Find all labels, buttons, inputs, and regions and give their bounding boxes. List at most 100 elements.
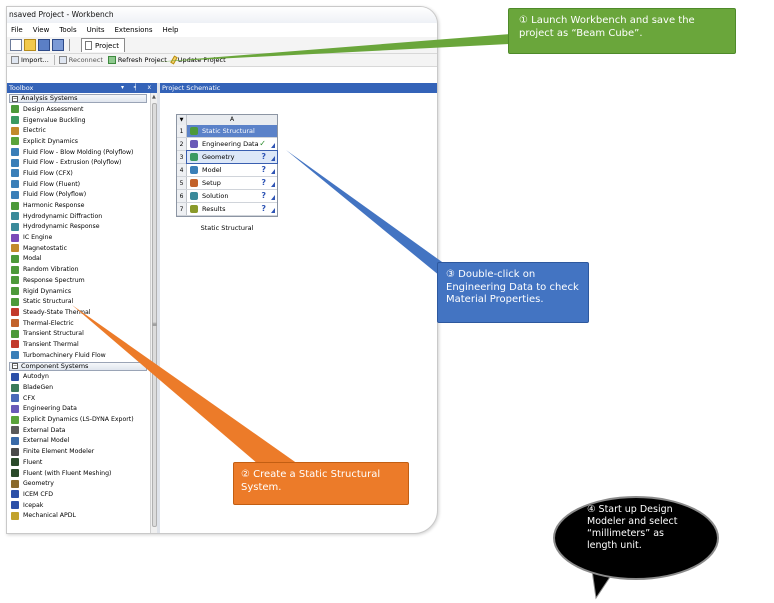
toolbox-item-rigid-dynamics[interactable]: Rigid Dynamics [7,286,147,297]
check-icon: ✓ [259,139,266,148]
toolbox-item-modal[interactable]: Modal [7,254,147,265]
menu-help[interactable]: Help [162,26,179,34]
toolbox-item-ic-engine[interactable]: IC Engine [7,232,147,243]
toolbox-item-transient-structural[interactable]: Transient Structural [7,328,147,339]
toolbox-item-mechanical-apdl[interactable]: Mechanical APDL [7,510,147,521]
ic-engine-icon [11,233,19,242]
question-mark-icon: ? [261,204,266,213]
cell-label: Geometry [202,153,235,161]
cell-label: Model [202,166,222,174]
update-project-button[interactable]: Update Project [170,55,226,65]
component-systems-header[interactable]: − Component Systems [9,361,147,371]
toolbox-item-hydrodynamic-response[interactable]: Hydrodynamic Response [7,222,147,233]
toolbox-item-engineering-data[interactable]: Engineering Data [7,404,147,415]
toolbox-item-fluid-flow-blow-molding-polyflow[interactable]: Fluid Flow - Blow Molding (Polyflow) [7,147,147,158]
toolbox-item-label: External Data [23,426,66,434]
toolbox-item-label: External Model [23,437,70,445]
tab-project[interactable]: Project [81,38,125,52]
menu-extensions[interactable]: Extensions [114,26,153,34]
row-number: 2 [177,138,187,150]
toolbox-item-fluid-flow-fluent[interactable]: Fluid Flow (Fluent) [7,179,147,190]
toolbox-item-cfx[interactable]: CFX [7,393,147,404]
steady-state-thermal-icon [11,308,19,317]
window-title: nsaved Project - Workbench [7,7,437,23]
toolbox-item-thermal-electric[interactable]: Thermal-Electric [7,318,147,329]
row-number: 3 [177,151,187,163]
toolbox-item-external-model[interactable]: External Model [7,436,147,447]
toolbox-item-icem-cfd[interactable]: ICEM CFD [7,489,147,500]
toolbox-item-turbomachinery-fluid-flow[interactable]: Turbomachinery Fluid Flow [7,350,147,361]
scroll-up-icon[interactable]: ▲ [152,94,156,100]
toolbox-item-fluent-with-fluent-meshing[interactable]: Fluent (with Fluent Meshing) [7,468,147,479]
toolbox-item-explicit-dynamics[interactable]: Explicit Dynamics [7,136,147,147]
toolbox-scrollbar[interactable]: ▲ ≡ [150,93,157,533]
toolbox-item-electric[interactable]: Electric [7,125,147,136]
model-icon [190,166,198,174]
toolbox-item-autodyn[interactable]: Autodyn [7,372,147,383]
toolbox-item-label: Fluid Flow (Fluent) [23,180,81,188]
toolbox-item-fluent[interactable]: Fluent [7,457,147,468]
toolbox-item-fluid-flow-extrusion-polyflow[interactable]: Fluid Flow - Extrusion (Polyflow) [7,157,147,168]
toolbox-item-harmonic-response[interactable]: Harmonic Response [7,200,147,211]
pane-splitter[interactable] [157,83,160,533]
geometry-icon [190,153,198,161]
toolbox-item-design-assessment[interactable]: Design Assessment [7,104,147,115]
toolbox-item-geometry[interactable]: Geometry [7,478,147,489]
eigenvalue-buckling-icon [11,116,19,125]
explicit-dynamics-icon [11,137,19,146]
save-as-icon[interactable] [52,39,64,51]
toolbox-item-external-data[interactable]: External Data [7,425,147,436]
cell-body: Setup? [187,177,277,189]
menu-tools[interactable]: Tools [59,26,77,34]
toolbox-window-controls[interactable]: ▾ ╡ x [121,84,155,91]
analysis-systems-header[interactable]: − Analysis Systems [9,94,147,103]
toolbox-item-magnetostatic[interactable]: Magnetostatic [7,243,147,254]
toolbox-item-steady-state-thermal[interactable]: Steady-State Thermal [7,307,147,318]
toolbox-item-label: Engineering Data [23,405,77,413]
menu-units[interactable]: Units [86,26,105,34]
cell-body: Results? [187,203,277,215]
speech-bubble [553,496,719,580]
toolbox-item-icepak[interactable]: Icepak [7,500,147,511]
autodyn-icon [11,372,19,381]
toolbox-item-label: Fluid Flow - Extrusion (Polyflow) [23,159,122,167]
open-folder-icon[interactable] [24,39,36,51]
toolbox-item-random-vibration[interactable]: Random Vibration [7,264,147,275]
import-button[interactable]: Import... [11,56,49,64]
import-icon [11,56,19,64]
cell-body: Model? [187,164,277,176]
toolbox-item-fluid-flow-polyflow[interactable]: Fluid Flow (Polyflow) [7,190,147,201]
system-name-label[interactable]: Static Structural [200,224,254,232]
toolbox-item-label: Transient Thermal [23,340,79,348]
toolbox-item-transient-thermal[interactable]: Transient Thermal [7,339,147,350]
system-menu-arrow[interactable]: ▼ [177,115,187,125]
menu-view[interactable]: View [32,26,50,34]
save-icon[interactable] [38,39,50,51]
toolbox-item-finite-element-modeler[interactable]: Finite Element Modeler [7,446,147,457]
toolbox-item-static-structural[interactable]: Static Structural [7,296,147,307]
step4-text: ④ Start up Design Modeler and select “mi… [587,504,678,551]
fluid-flow-extrusion-polyflow-icon [11,158,19,167]
toolbox-item-explicit-dynamics-ls-dyna-export[interactable]: Explicit Dynamics (LS-DYNA Export) [7,414,147,425]
toolbox-item-label: Geometry [23,480,54,488]
toolbox-item-label: Transient Structural [23,330,84,338]
reconnect-button[interactable]: Reconnect [58,56,103,64]
refresh-project-button[interactable]: Refresh Project [107,56,167,64]
scroll-thumb[interactable] [152,103,157,527]
toolbox-item-fluid-flow-cfx[interactable]: Fluid Flow (CFX) [7,168,147,179]
toolbox-item-label: Fluent (with Fluent Meshing) [23,469,112,477]
toolbox-item-eigenvalue-buckling[interactable]: Eigenvalue Buckling [7,115,147,126]
toolbox-item-hydrodynamic-diffraction[interactable]: Hydrodynamic Diffraction [7,211,147,222]
new-file-icon[interactable] [10,39,22,51]
toolbox-item-response-spectrum[interactable]: Response Spectrum [7,275,147,286]
menu-file[interactable]: File [11,26,23,34]
toolbox-item-bladegen[interactable]: BladeGen [7,382,147,393]
